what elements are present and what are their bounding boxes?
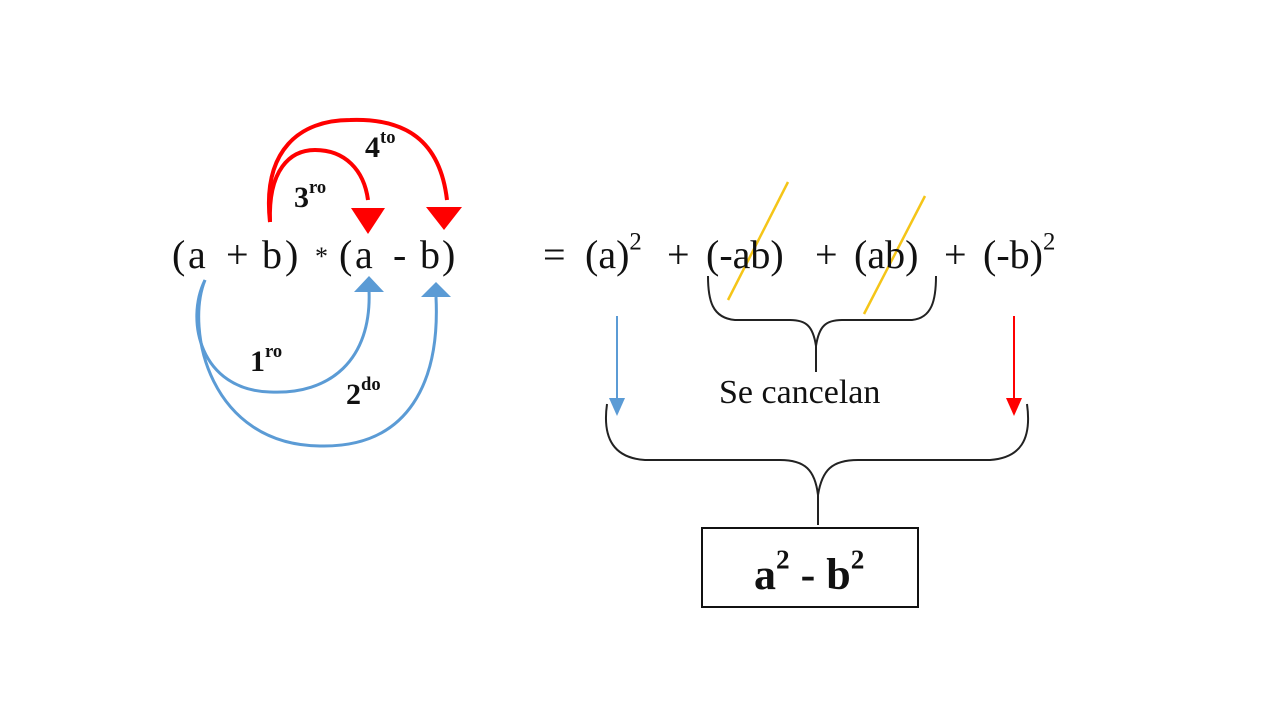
left-down-arrow bbox=[609, 316, 625, 416]
right-plus-sign-2: + bbox=[815, 232, 838, 277]
left-open-paren-1: ( bbox=[172, 232, 186, 277]
left-term-a-2: a bbox=[355, 232, 373, 277]
left-open-paren-2: ( bbox=[339, 232, 353, 277]
strike-through-1 bbox=[726, 181, 790, 301]
right-down-arrow bbox=[1006, 316, 1022, 416]
right-plus-sign-1: + bbox=[667, 232, 690, 277]
step-2-label: 2do bbox=[346, 374, 381, 411]
strike-through-2 bbox=[862, 195, 927, 315]
step-1-label: 1ro bbox=[250, 341, 283, 378]
left-term-a-1: a bbox=[188, 232, 206, 277]
cancel-brace bbox=[707, 275, 937, 372]
step-3-label: 3ro bbox=[294, 177, 327, 214]
cancel-label: Se cancelan bbox=[719, 374, 881, 411]
result-box bbox=[701, 527, 919, 608]
left-term-b-2: b bbox=[420, 232, 440, 277]
term-minus-b-squared: (-b)2 bbox=[983, 228, 1056, 277]
step-1-arrow bbox=[195, 276, 384, 394]
result-brace bbox=[605, 403, 1029, 525]
step-4-arrow bbox=[266, 117, 462, 230]
left-minus-sign: - bbox=[393, 232, 407, 277]
equals-sign: = bbox=[543, 232, 566, 277]
term-ab: (ab) bbox=[854, 232, 919, 277]
step-3-arrow bbox=[267, 147, 385, 234]
left-plus-sign: + bbox=[226, 232, 249, 277]
left-close-paren-1: ) bbox=[285, 232, 299, 277]
result-expression: a2 - b2 bbox=[754, 544, 865, 599]
times-sign: * bbox=[315, 242, 328, 271]
step-4-label: 4to bbox=[365, 127, 396, 164]
left-term-b-1: b bbox=[262, 232, 282, 277]
term-a-squared: (a)2 bbox=[585, 228, 642, 277]
left-close-paren-2: ) bbox=[442, 232, 456, 277]
term-minus-ab: (-ab) bbox=[706, 232, 784, 277]
right-plus-sign-3: + bbox=[944, 232, 967, 277]
step-2-arrow bbox=[197, 279, 451, 448]
